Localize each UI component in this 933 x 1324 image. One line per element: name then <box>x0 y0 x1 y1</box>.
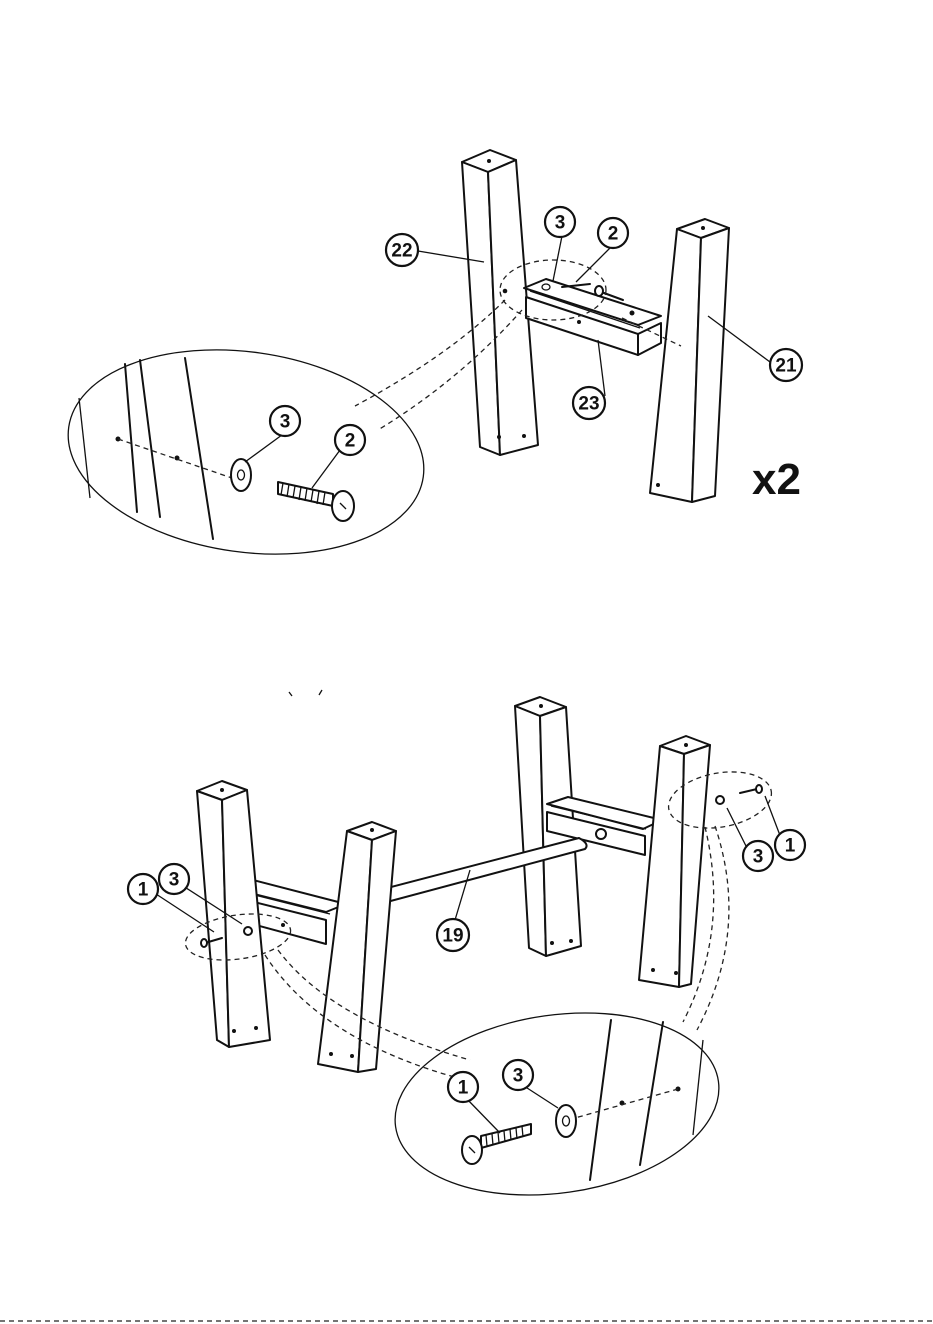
svg-text:1: 1 <box>458 1078 469 1099</box>
callout-2: 2 <box>598 218 628 248</box>
leg-back-outer <box>639 736 710 987</box>
callout-zoom-2: 2 <box>335 425 365 455</box>
callout-3-left: 3 <box>159 864 189 894</box>
callout-3: 3 <box>545 207 575 237</box>
hardware-right <box>716 785 762 804</box>
svg-text:3: 3 <box>513 1066 524 1087</box>
bolt-detail <box>278 482 354 521</box>
callout-zoom-3: 3 <box>270 406 300 436</box>
svg-text:1: 1 <box>785 836 796 857</box>
callout-22: 22 <box>386 234 418 266</box>
svg-text:2: 2 <box>345 431 356 452</box>
washer-detail <box>231 459 251 491</box>
svg-text:21: 21 <box>775 356 797 377</box>
callout-21: 21 <box>770 349 802 381</box>
svg-text:3: 3 <box>280 412 291 433</box>
svg-text:22: 22 <box>391 241 412 262</box>
callout-1-left: 1 <box>128 874 158 904</box>
step-2-assembly: 1 3 19 3 1 1 3 <box>128 690 805 1215</box>
callout-zoom-3-step2: 3 <box>503 1060 533 1090</box>
callout-23: 23 <box>573 387 605 419</box>
crossbar-part-23 <box>524 279 661 355</box>
callout-3-right: 3 <box>743 841 773 871</box>
callout-zoom-1: 1 <box>448 1072 478 1102</box>
callout-1-right: 1 <box>775 830 805 860</box>
svg-text:19: 19 <box>442 926 463 947</box>
svg-text:3: 3 <box>555 213 566 234</box>
callout-19: 19 <box>437 919 469 951</box>
zoom-detail-step-1 <box>55 328 437 576</box>
zoom-detail-step-2 <box>383 993 731 1215</box>
svg-text:1: 1 <box>138 880 149 901</box>
leg-part-21 <box>650 219 729 502</box>
svg-text:3: 3 <box>753 847 764 868</box>
svg-text:2: 2 <box>608 224 619 245</box>
quantity-multiplier: x2 <box>752 455 801 504</box>
leg-front-right <box>318 822 396 1072</box>
step-1-assembly: 22 3 2 23 21 3 2 x2 <box>55 150 802 576</box>
svg-text:23: 23 <box>578 394 599 415</box>
washer-detail-2 <box>556 1105 576 1137</box>
svg-text:3: 3 <box>169 870 180 891</box>
